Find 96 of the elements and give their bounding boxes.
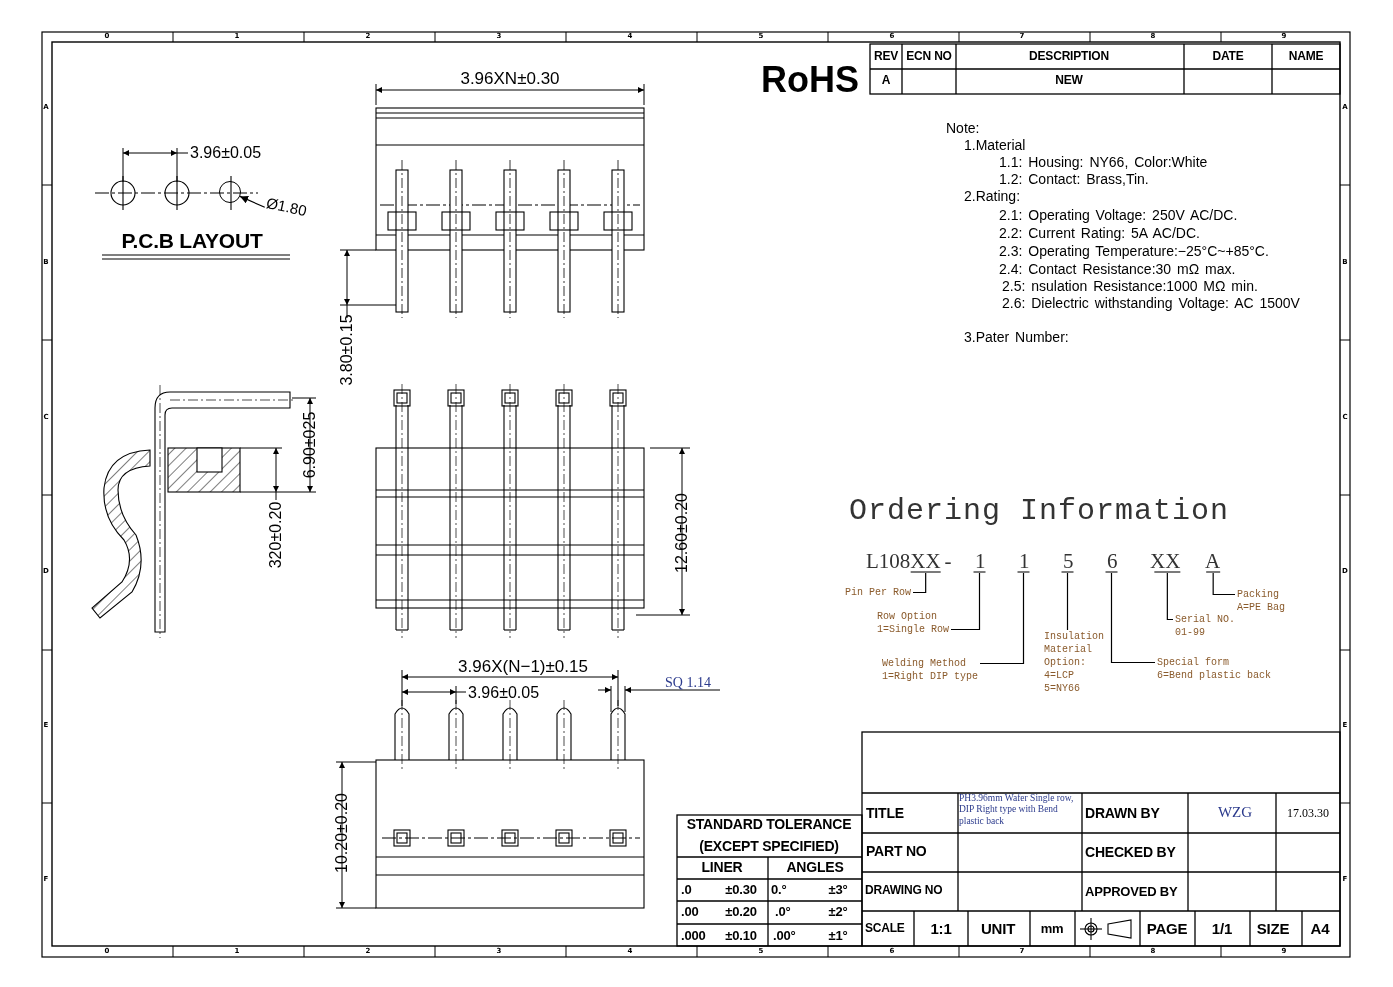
table-value: 1/1 (1211, 920, 1233, 938)
table-value: A4 (1310, 920, 1330, 938)
table-label: DRAWING NO (865, 884, 943, 898)
dimension-label: 3.96XN±0.30 (460, 69, 560, 89)
option-value: 1=Right DIP type (882, 670, 978, 683)
table-label: DRAWN BY (1085, 806, 1160, 822)
option-value: 01-99 (1175, 626, 1206, 639)
part-number-code: 1 (975, 549, 986, 573)
leader-line (1110, 572, 1156, 664)
leader-line (239, 195, 266, 208)
table-value: .00° (773, 928, 796, 944)
dimension-label: Ø1.80 (264, 194, 309, 220)
table-label: SIZE (1256, 920, 1290, 938)
table-value: ±1° (828, 928, 848, 944)
table-label: TITLE (866, 806, 904, 822)
table-header: DATE (1212, 50, 1244, 64)
part-number-code: A (1205, 549, 1221, 573)
table-header: ANGLES (786, 860, 844, 876)
table-label: SCALE (865, 922, 905, 936)
table-header: NAME (1288, 50, 1324, 64)
table-value: .00 (681, 904, 699, 920)
note-text: 1.1: Housing: NY66, Color:White (999, 155, 1208, 171)
dimension-label: 320±0.20 (267, 501, 285, 569)
option-value: 4=LCP (1044, 669, 1075, 682)
dimension-label: SQ 1.14 (665, 675, 711, 691)
view-title: P.C.B LAYOUT (121, 229, 263, 253)
table-label: PART NO (866, 844, 927, 860)
table-label: CHECKED BY (1085, 845, 1176, 861)
table-value: .000 (681, 928, 706, 944)
table-label: PAGE (1146, 920, 1188, 938)
table-label: APPROVED BY (1085, 884, 1178, 900)
dimension-label: 3.96±0.05 (190, 144, 262, 162)
table-value: A (881, 74, 891, 88)
table-value: ±0.10 (725, 928, 757, 944)
table-value: NEW (1055, 74, 1083, 88)
table-value: ±2° (828, 904, 848, 920)
part-number-code: 1 (1019, 549, 1030, 573)
option-description: Pin Per Row (845, 586, 911, 599)
leader-line (979, 572, 1025, 665)
table-value: ±0.20 (725, 904, 757, 920)
table-value: 0.° (771, 882, 787, 898)
option-heading: Packing (1237, 588, 1280, 601)
table-value: ±0.30 (725, 882, 757, 898)
option-heading: Row Option (877, 610, 938, 623)
table-header: STANDARD TOLERANCE (686, 817, 852, 833)
option-heading: Welding Method (882, 657, 967, 670)
note-text: 1.Material (964, 138, 1026, 154)
table-header: LINER (701, 860, 743, 876)
note-text: 3.Pater Number: (964, 330, 1069, 346)
table-header: (EXCEPT SPECIFIED) (699, 839, 839, 855)
dimension-label: 3.96X(N−1)±0.15 (458, 657, 588, 677)
note-text: 1.2: Contact: Brass,Tin. (999, 172, 1149, 188)
option-heading: Serial NO. (1175, 613, 1235, 626)
part-number-code: L108XX (866, 549, 941, 573)
table-value: 17.03.30 (1287, 807, 1329, 821)
leader-line (1212, 572, 1236, 596)
note-text: 2.2: Current Rating: 5A AC/DC. (999, 226, 1200, 242)
table-header: REV (873, 50, 899, 64)
part-number-code: 5 (1063, 549, 1074, 573)
table-value: .0° (775, 904, 791, 920)
table-header: ECN NO (906, 50, 952, 64)
leader-line (1066, 572, 1069, 631)
option-value: A=PE Bag (1237, 601, 1285, 614)
table-label: UNIT (980, 920, 1016, 938)
option-value: 1=Single Row (877, 623, 949, 636)
option-heading: Insulation Material Option: (1044, 630, 1105, 669)
leader-line (912, 572, 927, 594)
table-value: .0 (681, 882, 692, 898)
table-value: 1:1 (930, 920, 952, 938)
note-heading: Note: (946, 121, 980, 137)
note-text: 2.4: Contact Resistance:30 mΩ max. (999, 262, 1236, 278)
dimension-label: 6.90±025 (301, 411, 319, 479)
part-number-code: XX (1150, 549, 1181, 573)
dimension-label: 3.80±0.15 (338, 314, 356, 386)
dimension-label: 10.20±0.20 (333, 793, 351, 873)
dimension-label: 3.96±0.05 (468, 684, 540, 702)
leader-line (1166, 572, 1174, 621)
option-heading: Special form (1157, 656, 1230, 669)
compliance-mark: RoHS (761, 60, 859, 100)
title-description: PH3.96mm Wafer Single row, DIP Right type with Bend plastic back (959, 793, 1075, 828)
table-header: DESCRIPTION (1029, 50, 1109, 64)
option-value: 6=Bend plastic back (1157, 669, 1272, 682)
part-number-code: 6 (1107, 549, 1118, 573)
note-text: 2.Rating: (964, 189, 1021, 205)
leader-line (950, 572, 981, 631)
section-heading: Ordering Information (848, 494, 1230, 528)
table-value: ±3° (828, 882, 848, 898)
table-value: WZG (1217, 803, 1253, 821)
note-text: 2.5: nsulation Resistance:1000 MΩ min. (1002, 279, 1258, 295)
note-text: 2.6: Dielectric withstanding Voltage: AC 1500V (1002, 296, 1300, 312)
table-value: mm (1040, 921, 1064, 937)
separator-dash: - (944, 550, 952, 574)
note-text: 2.1: Operating Voltage: 250V AC/DC. (999, 208, 1238, 224)
dimension-label: 12.60±0.20 (673, 493, 691, 573)
note-text: 2.3: Operating Temperature:−25°C~+85°C. (999, 244, 1269, 260)
option-value: 5=NY66 (1044, 682, 1081, 695)
